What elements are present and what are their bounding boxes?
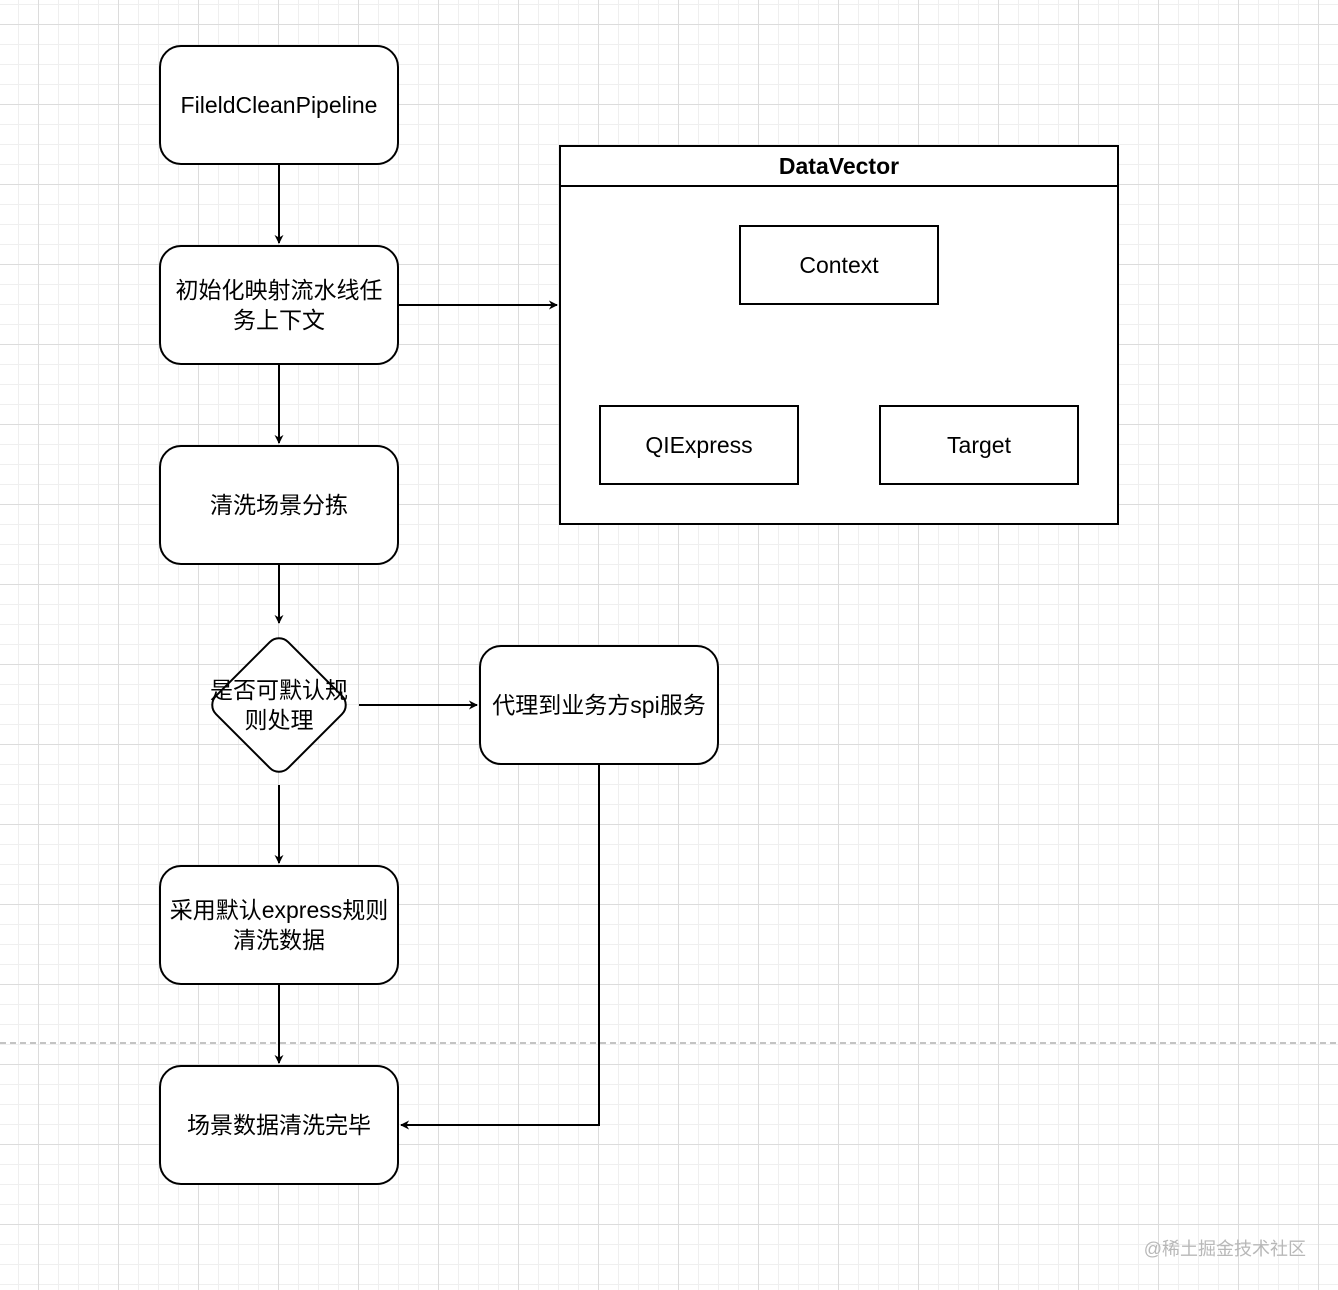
node-label: 场景数据清洗完毕 [187, 1112, 371, 1138]
node-label: 是否可默认规 则处理 [210, 677, 348, 733]
node-label: 初始化映射流水线任 务上下文 [175, 277, 383, 333]
node-label: Context [799, 251, 879, 278]
node-label: 采用默认express规则 清洗数据 [169, 897, 389, 953]
node-qlexpress[interactable]: QIExpress [599, 405, 799, 485]
node-decision[interactable]: 是否可默认规 则处理 [199, 625, 359, 785]
node-init-context[interactable]: 初始化映射流水线任 务上下文 [159, 245, 399, 365]
node-context[interactable]: Context [739, 225, 939, 305]
node-label: QIExpress [645, 431, 753, 458]
node-proxy-spi[interactable]: 代理到业务方spi服务 [479, 645, 719, 765]
node-fileld-clean-pipeline[interactable]: FileldCleanPipeline [159, 45, 399, 165]
node-label: Target [947, 431, 1011, 458]
node-target[interactable]: Target [879, 405, 1079, 485]
node-scene-sorting[interactable]: 清洗场景分拣 [159, 445, 399, 565]
node-scene-done[interactable]: 场景数据清洗完毕 [159, 1065, 399, 1185]
data-vector-title: DataVector [561, 147, 1117, 187]
node-label: FileldCleanPipeline [180, 92, 378, 118]
node-label: 清洗场景分拣 [210, 492, 348, 518]
node-default-express[interactable]: 采用默认express规则 清洗数据 [159, 865, 399, 985]
edge-proxy-to-done [400, 765, 600, 1130]
watermark: @稀土掘金技术社区 [1143, 1239, 1306, 1259]
node-label: 代理到业务方spi服务 [492, 692, 706, 718]
